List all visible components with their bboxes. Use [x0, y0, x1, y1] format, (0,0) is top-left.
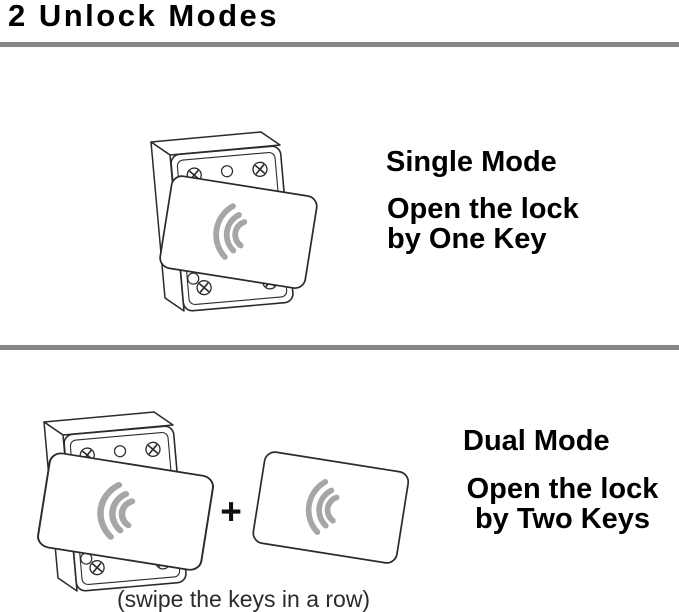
- plus-sign: +: [220, 491, 242, 532]
- middle-divider: [0, 345, 679, 350]
- dual-mode-description-line2: by Two Keys: [474, 503, 651, 535]
- page-title: 2 Unlock Modes: [8, 0, 279, 33]
- dual-mode-heading: Dual Mode: [463, 425, 610, 457]
- single-mode-description: Open the lock by One Key: [387, 194, 579, 254]
- top-divider: [0, 42, 679, 47]
- single-mode-illustration: [150, 131, 338, 313]
- dual-mode-description: Open the lock by Two Keys: [465, 474, 660, 534]
- swipe-caption: (swipe the keys in a row): [117, 586, 371, 612]
- single-mode-description-line1: Open the lock: [387, 193, 579, 225]
- dual-mode-description-line1: Open the lock: [466, 473, 659, 505]
- single-mode-description-line2: by One Key: [387, 223, 547, 255]
- rfid-key-card-second: [252, 451, 410, 565]
- single-mode-heading: Single Mode: [386, 146, 557, 178]
